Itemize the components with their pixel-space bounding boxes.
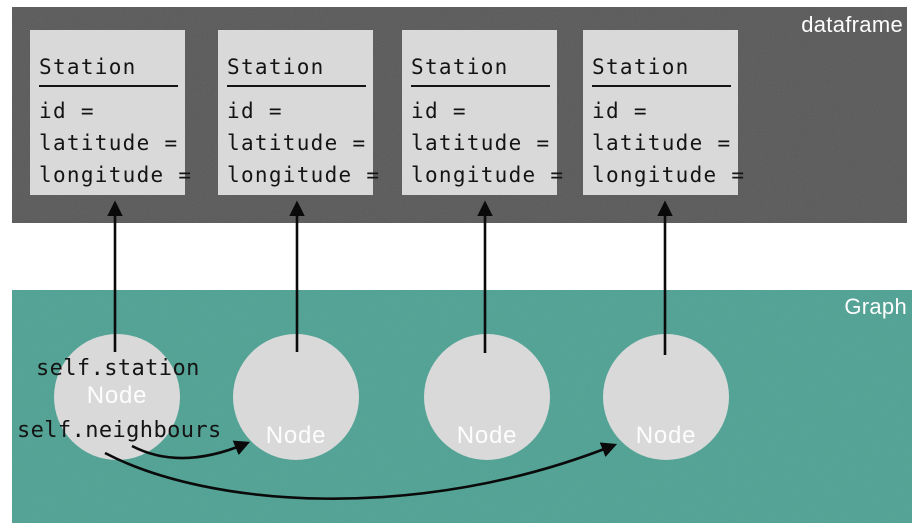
station-card-4: Station id = latitude = longitude = — [583, 30, 746, 195]
dataframe-panel: dataframe Station id = latitude = longit… — [12, 7, 907, 223]
station-field-longitude: longitude = — [592, 163, 746, 187]
node-label: Node — [86, 381, 148, 409]
station-field-longitude: longitude = — [39, 163, 193, 187]
station-field-id: id = — [411, 99, 467, 123]
station-card-title: Station — [39, 30, 178, 87]
station-field-id: id = — [39, 99, 95, 123]
node-label: Node — [635, 422, 697, 449]
station-card-title: Station — [227, 30, 366, 87]
node-label: Node — [456, 422, 518, 449]
station-field-longitude: longitude = — [411, 163, 565, 187]
station-card-fields: id = latitude = longitude = — [592, 95, 746, 191]
station-card-fields: id = latitude = longitude = — [39, 95, 193, 191]
station-card-fields: id = latitude = longitude = — [227, 95, 381, 191]
station-card-fields: id = latitude = longitude = — [411, 95, 565, 191]
station-card-title: Station — [592, 30, 731, 87]
dataframe-panel-label: dataframe — [801, 12, 903, 37]
node-label: Node — [265, 422, 327, 449]
graph-node-2: Node — [233, 334, 359, 460]
station-card-1: Station id = latitude = longitude = — [30, 30, 193, 195]
self-neighbours-annotation: self.neighbours — [17, 418, 222, 443]
station-field-latitude: latitude = — [592, 131, 732, 155]
graph-node-4: Node — [603, 334, 729, 460]
station-field-id: id = — [592, 99, 648, 123]
graph-panel-label: Graph — [844, 294, 907, 319]
station-card-title: Station — [411, 30, 550, 87]
station-field-latitude: latitude = — [39, 131, 179, 155]
self-station-annotation: self.station — [36, 356, 200, 381]
station-field-id: id = — [227, 99, 283, 123]
station-field-latitude: latitude = — [411, 131, 551, 155]
station-field-longitude: longitude = — [227, 163, 381, 187]
station-card-2: Station id = latitude = longitude = — [218, 30, 381, 195]
station-field-latitude: latitude = — [227, 131, 367, 155]
station-card-3: Station id = latitude = longitude = — [402, 30, 565, 195]
graph-node-3: Node — [424, 334, 550, 460]
graph-panel: Graph Node Node Node Node — [12, 290, 912, 523]
